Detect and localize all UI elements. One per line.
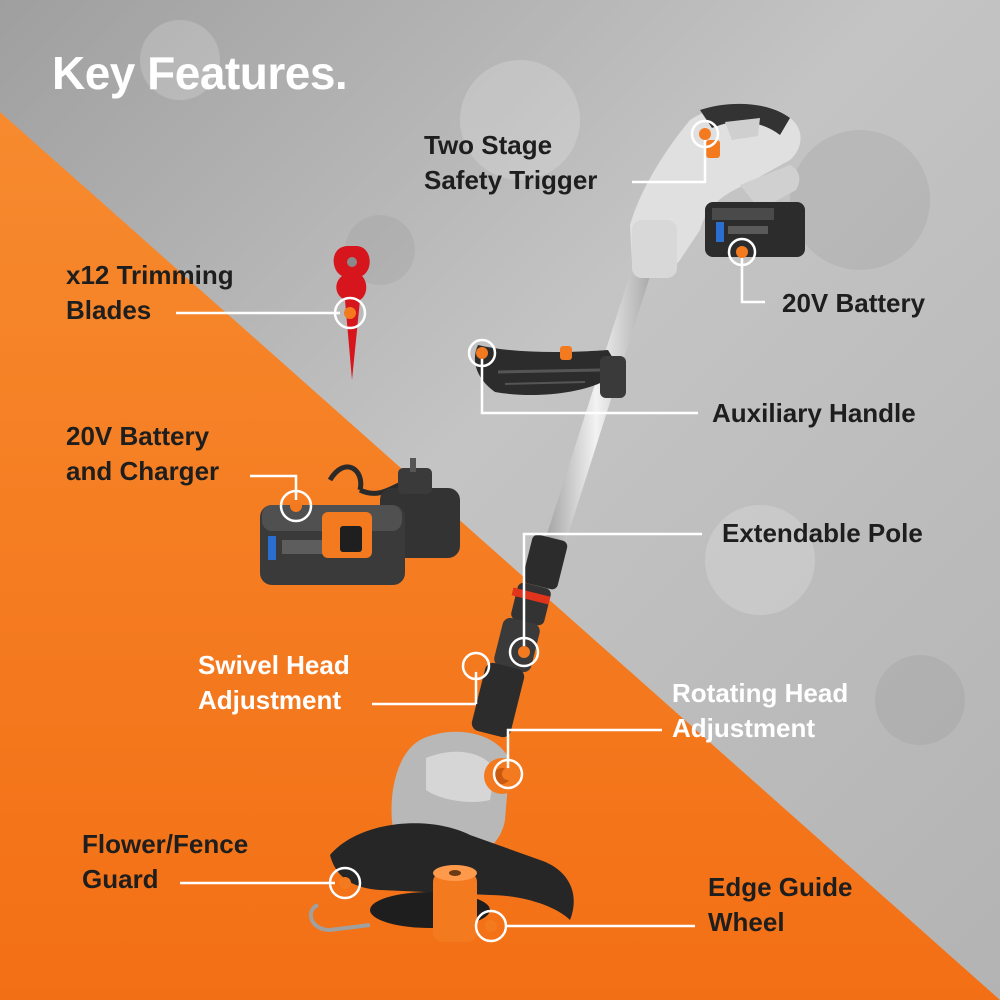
marker-swivel-head (461, 651, 491, 681)
label-auxiliary-handle: Auxiliary Handle (712, 398, 916, 428)
marker-battery-charger (279, 489, 313, 523)
page-title: Key Features. (52, 47, 348, 99)
label-edge-guide-wheel: Edge Guide Wheel (708, 872, 853, 937)
auxiliary-handle-part (474, 345, 626, 398)
callout-markers (279, 119, 757, 943)
marker-trimming-blades (333, 296, 367, 330)
leader-lines (176, 138, 765, 928)
orange-background (0, 112, 1000, 1000)
label-swivel-head: Swivel Head Adjustment (198, 650, 350, 715)
marker-extendable-pole (508, 636, 540, 668)
label-flower-fence-guard: Flower/Fence Guard (82, 829, 249, 894)
marker-20v-battery (727, 237, 757, 267)
label-two-stage-trigger: Two Stage Safety Trigger (424, 130, 598, 195)
marker-edge-guide-wheel (474, 909, 508, 943)
label-20v-battery: 20V Battery (782, 288, 926, 318)
label-rotating-head: Rotating Head Adjustment (672, 678, 849, 743)
marker-rotating-head (492, 758, 524, 790)
trimmer-head-part (308, 731, 574, 942)
label-battery-charger: 20V Battery and Charger (66, 421, 220, 486)
marker-auxiliary-handle (467, 338, 497, 368)
marker-flower-fence-guard (328, 866, 362, 900)
battery-charger-image (260, 458, 460, 585)
label-trimming-blades: x12 Trimming Blades (66, 260, 234, 325)
marker-two-stage-trigger (690, 119, 720, 149)
label-extendable-pole: Extendable Pole (722, 518, 923, 548)
grass-trimmer-image (308, 103, 805, 942)
